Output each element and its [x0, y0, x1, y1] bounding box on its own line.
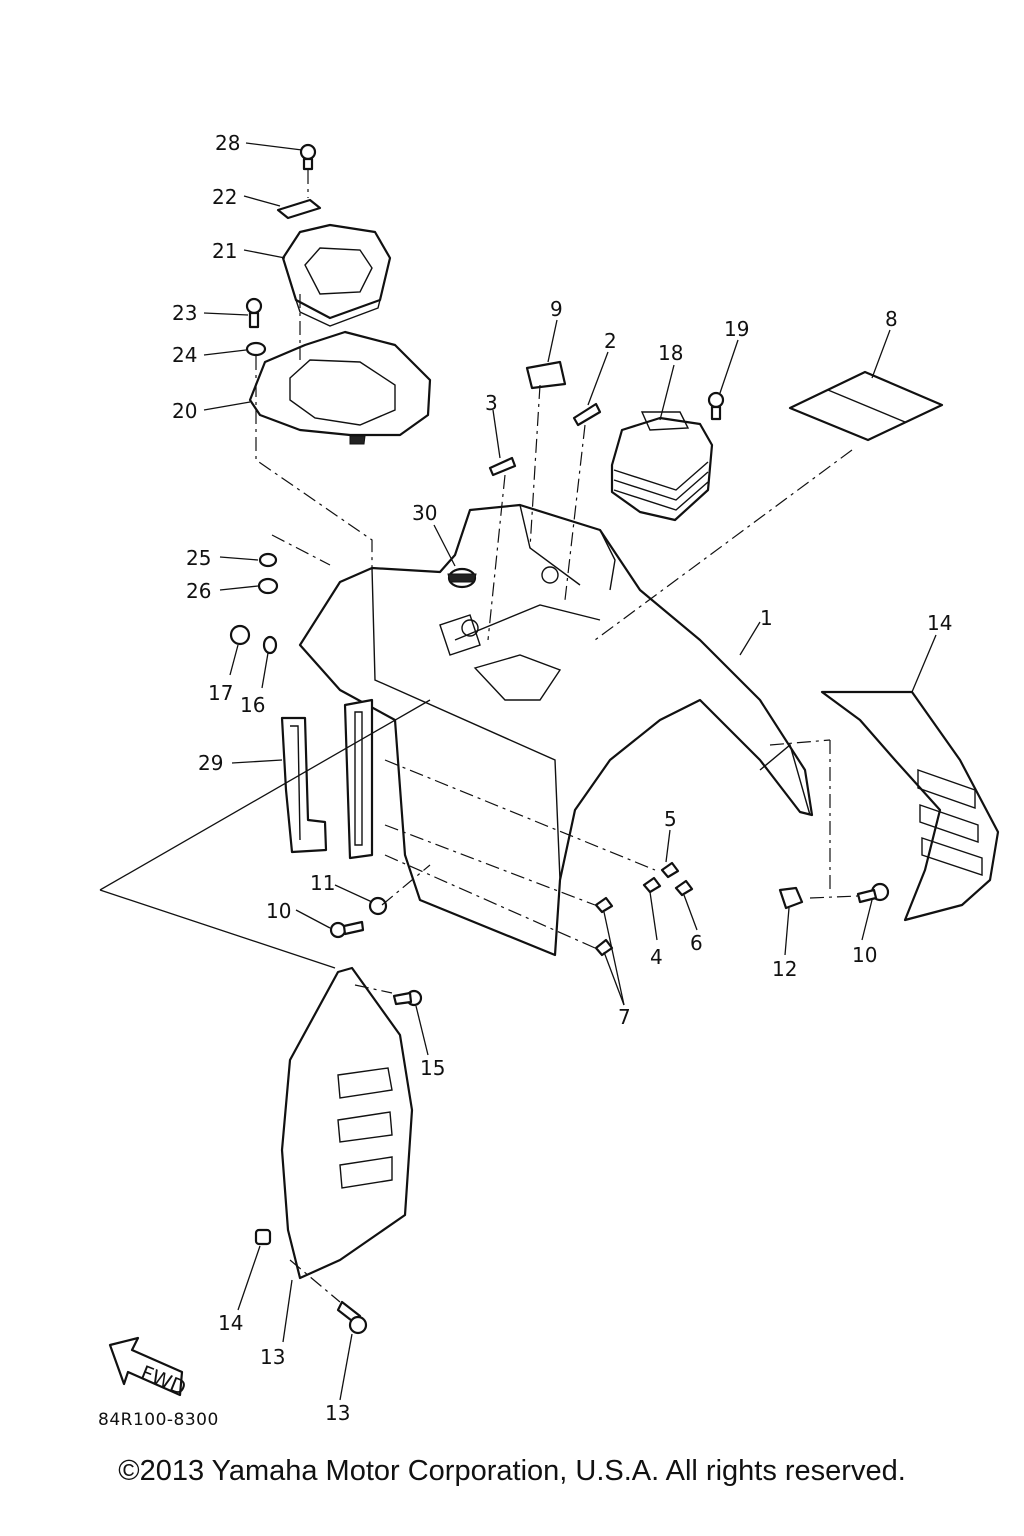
fwd-arrow: FWD	[108, 1336, 190, 1400]
part-22-housing	[248, 330, 432, 445]
callout-11: 11	[310, 871, 335, 895]
callout-17: 15	[420, 1056, 445, 1080]
drawing-code: 84R100-8300	[98, 1410, 219, 1430]
callout-4: 4	[650, 945, 663, 969]
callout-23: 21	[212, 239, 237, 263]
callout-6: 6	[690, 931, 703, 955]
callout-7: 7	[618, 1005, 631, 1029]
callout-28: 28	[215, 131, 240, 155]
callout-10: 10	[266, 899, 291, 923]
callout-26b: 25	[186, 546, 211, 570]
callout-1: 1	[760, 606, 773, 630]
callout-10b: 10	[852, 943, 877, 967]
callout-9: 9	[550, 297, 563, 321]
callout-numbers: 28 22 21 23 24 20 9 2 18 19 8 3 30 25 26…	[172, 131, 952, 1425]
callout-13: 13	[260, 1345, 285, 1369]
fender-side-rail	[343, 698, 374, 860]
callout-14: 14	[927, 611, 952, 635]
front-fender-body	[298, 503, 814, 957]
part-23-tray	[281, 223, 392, 327]
part-14-side-cover	[820, 690, 1000, 922]
callout-12: 12	[772, 957, 797, 981]
callout-26: 24	[172, 343, 197, 367]
callout-24: 22	[212, 185, 237, 209]
callout-3: 3	[485, 391, 498, 415]
callout-18: 16	[240, 693, 265, 717]
callout-30: 30	[412, 501, 437, 525]
part-29-bracket	[280, 716, 328, 854]
callout-19: 17	[208, 681, 233, 705]
callout-25: 23	[172, 301, 197, 325]
copyright-notice: ©2013 Yamaha Motor Corporation, U.S.A. A…	[118, 1455, 906, 1487]
assembly-lines	[99, 170, 859, 1303]
callout-22: 20	[172, 399, 197, 423]
callout-16: 14	[218, 1311, 243, 1335]
fwd-label: FWD	[137, 1360, 189, 1400]
part-20-box	[610, 411, 714, 522]
callout-15: 13	[325, 1401, 350, 1425]
leader-lines	[203, 142, 937, 1401]
callout-29: 29	[198, 751, 223, 775]
callout-8: 8	[885, 307, 898, 331]
callout-20: 18	[658, 341, 683, 365]
part-13-side-cover	[280, 966, 414, 1280]
callout-27: 26	[186, 579, 211, 603]
callout-5: 5	[664, 807, 677, 831]
callout-21: 19	[724, 317, 749, 341]
small-fasteners	[229, 143, 890, 1335]
callout-2: 2	[604, 329, 617, 353]
